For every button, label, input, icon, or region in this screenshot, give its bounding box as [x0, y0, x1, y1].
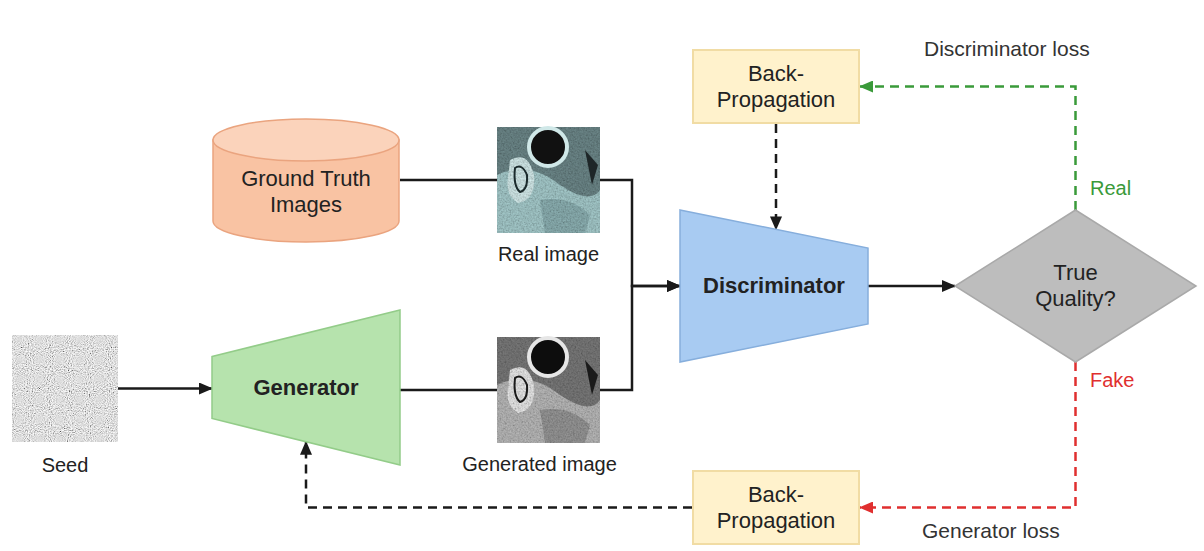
node-label: Ground Truth Images: [226, 166, 386, 218]
connector: [600, 180, 680, 286]
connector: [400, 179, 497, 182]
process-box: Back-Propagation: [692, 49, 860, 124]
image-node: Generated image: [497, 337, 600, 443]
connector: [860, 362, 1076, 508]
seed-node: Seed: [12, 335, 118, 442]
connector: [860, 87, 1076, 211]
connector: [775, 124, 778, 229]
discriminator-trapezoid: Discriminator: [680, 210, 868, 362]
database-cylinder: Ground Truth Images: [212, 118, 400, 243]
generated-image-thumbnail: [497, 337, 600, 443]
node-label: Generator: [253, 375, 358, 401]
decision-diamond: True Quality?: [955, 210, 1196, 362]
process-box: Back-Propagation: [692, 470, 860, 545]
generator-trapezoid: Generator: [212, 310, 400, 465]
real-image-thumbnail: [497, 127, 600, 233]
connector: [868, 285, 955, 288]
node-label: Discriminator: [703, 273, 845, 299]
node-label: True Quality?: [1026, 260, 1126, 312]
loss-label: Discriminator loss: [924, 37, 1090, 60]
edge-label: Real: [1088, 177, 1133, 199]
connector: [400, 389, 497, 392]
loss-label: Generator loss: [922, 519, 1060, 542]
noise-image: [12, 335, 118, 442]
connector: [118, 387, 212, 390]
image-caption: Generated image: [462, 453, 617, 475]
image-caption: Seed: [42, 454, 89, 476]
edge-label: Fake: [1088, 369, 1136, 391]
node-label: Back-Propagation: [710, 482, 842, 534]
node-label: Back-Propagation: [710, 61, 842, 113]
connector: [600, 286, 680, 390]
image-caption: Real image: [498, 243, 599, 265]
image-node: Real image: [497, 127, 600, 233]
